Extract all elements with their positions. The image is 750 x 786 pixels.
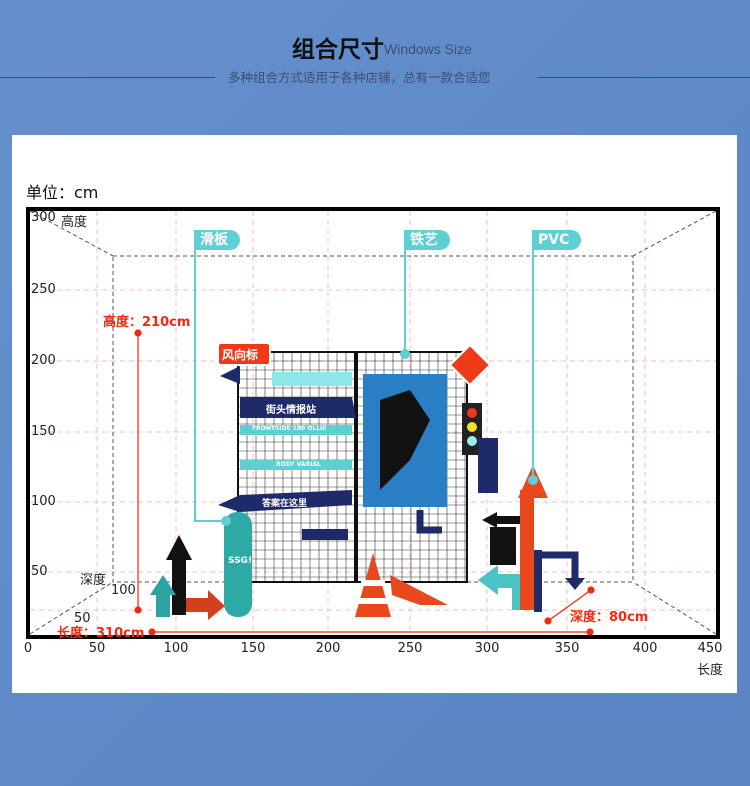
perspective-line <box>632 581 717 635</box>
banner-text: FRONTSIDE 180 OLLIE <box>252 425 327 432</box>
x-tick-label: 200 <box>315 641 341 656</box>
unit-label: 单位：cm <box>26 183 99 202</box>
x-tick-label: 450 <box>697 641 723 656</box>
page-title: 组合尺寸 <box>292 37 384 63</box>
chart-frame <box>26 207 720 639</box>
perspective-line <box>29 210 114 257</box>
callout-iron: 铁艺 <box>404 230 450 250</box>
depth-axis-label: 深度 <box>80 573 107 588</box>
banner-text: BODY VARIAL <box>276 461 321 468</box>
divider <box>0 77 215 78</box>
y-tick-label: 100 <box>31 494 56 509</box>
depth-dimension: 深度：80cm <box>570 610 649 625</box>
y-tick-label: 50 <box>31 564 48 579</box>
perspective-line <box>632 210 717 257</box>
banner-text: 街头情报站 <box>266 405 316 416</box>
divider <box>538 77 750 78</box>
depth-tick: 100 <box>111 583 136 598</box>
x-axis-label: 长度 <box>697 663 724 678</box>
depth-dimension-line <box>547 589 592 622</box>
x-tick-label: 0 <box>23 641 33 656</box>
y-tick-label: 250 <box>31 282 56 297</box>
page-title-en: Windows Size <box>384 41 472 57</box>
x-tick-label: 350 <box>554 641 580 656</box>
callout-pvc: PVC <box>532 230 582 250</box>
perspective-line <box>29 581 114 635</box>
x-tick-label: 250 <box>397 641 423 656</box>
skateboard-text: SSG! <box>228 556 253 566</box>
callout-line-skateboard <box>194 232 226 522</box>
page-subtitle: 多种组合方式适用于各种店铺，总有一款合适您 <box>228 70 491 85</box>
x-tick-label: 100 <box>163 641 189 656</box>
depth-tick: 50 <box>74 611 91 626</box>
y-axis-label: 高度 <box>61 215 88 230</box>
y-tick-label: 200 <box>31 353 56 368</box>
banner-text: 答案在这里 <box>262 499 308 509</box>
product-illustration <box>150 342 585 620</box>
x-tick-label: 50 <box>88 641 106 656</box>
sign-label: 风向标 <box>222 348 259 362</box>
callout-skateboard: 滑板 <box>194 230 240 250</box>
x-tick-label: 150 <box>240 641 266 656</box>
y-tick-label: 150 <box>31 424 56 439</box>
height-dimension: 高度：210cm <box>103 315 191 330</box>
x-tick-label: 400 <box>632 641 658 656</box>
y-tick-label: 300 <box>31 210 56 225</box>
length-dimension: 长度：310cm <box>57 626 145 641</box>
x-tick-label: 300 <box>474 641 500 656</box>
